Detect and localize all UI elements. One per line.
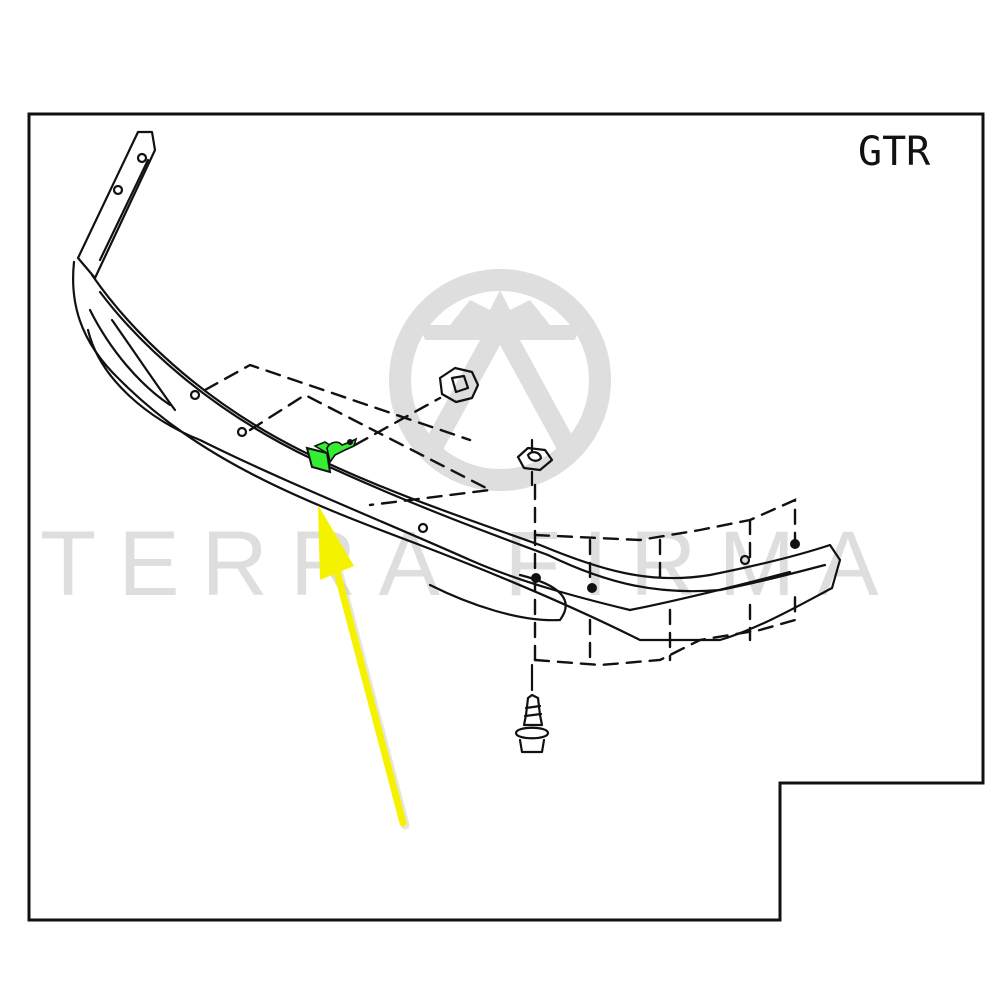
clip-nut-part[interactable] [516,438,554,487]
terra-firma-logo-icon [389,269,611,491]
diagram-frame [27,112,985,922]
screw-part[interactable] [514,693,550,754]
nut-part[interactable] [438,366,480,404]
pointer-arrow-icon [318,505,410,830]
highlighted-clip-part[interactable] [305,437,358,474]
variant-label: GTR [858,129,931,175]
assembly-guides [203,363,797,692]
